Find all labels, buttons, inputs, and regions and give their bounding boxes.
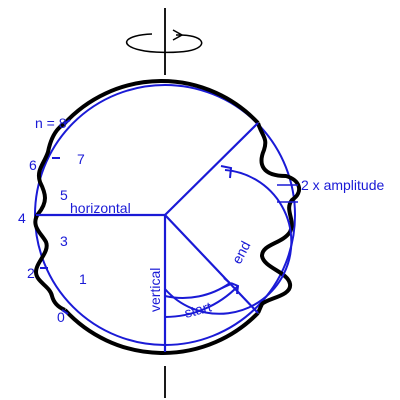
- start-label: start: [183, 298, 214, 321]
- node-label-0: 0: [57, 309, 65, 325]
- start-angle-arc: [164, 277, 240, 318]
- left-wave: [33, 122, 66, 312]
- horizontal-label: horizontal: [70, 200, 131, 216]
- amplitude-marker: [277, 184, 298, 203]
- end-angle-arc: [164, 165, 293, 315]
- end-radius-line: [164, 122, 259, 216]
- node-label-3: 3: [60, 233, 68, 249]
- node-label-n8: n = 8: [35, 115, 67, 131]
- ring-bottom-arc: [63, 308, 260, 355]
- node-label-5: 5: [60, 187, 68, 203]
- node-label-1: 1: [79, 271, 87, 287]
- end-label: end: [229, 238, 254, 266]
- node-label-4: 4: [18, 210, 26, 226]
- rotation-arrow-icon: [125, 29, 203, 54]
- node-ticks: [36, 119, 71, 315]
- node-label-7: 7: [77, 151, 85, 167]
- amplitude-label: 2 x amplitude: [301, 177, 384, 193]
- vertical-label: vertical: [147, 268, 163, 312]
- node-label-6: 6: [29, 157, 37, 173]
- start-radius-line: [164, 214, 259, 314]
- node-label-2: 2: [27, 265, 35, 281]
- ring-top-arc: [62, 79, 260, 126]
